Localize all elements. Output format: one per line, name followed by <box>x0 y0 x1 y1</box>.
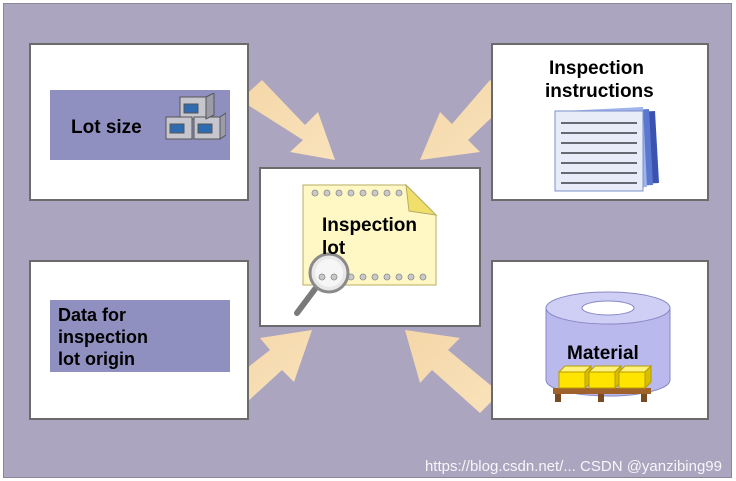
lot-origin-panel <box>50 300 230 372</box>
boxes-icon <box>165 93 226 140</box>
inspection-lot-box: Inspection lot <box>259 167 481 327</box>
inspection-lot-label-line2: lot <box>322 238 346 259</box>
inspection-note-icon <box>294 183 438 316</box>
arrow-from-instructions <box>420 80 510 160</box>
lot-origin-box: Data for inspection lot origin <box>29 260 249 420</box>
instructions-label-line2: instructions <box>545 81 654 102</box>
lot-origin-label-line2: inspection <box>58 327 149 347</box>
watermark-text: https://blog.csdn.net/... CSDN @yanzibin… <box>424 458 722 475</box>
instructions-box: Inspection instructions <box>491 43 709 201</box>
lot-origin-label-line1: Data for <box>58 305 127 325</box>
document-stack-icon <box>554 107 659 192</box>
material-label: Material <box>567 343 639 364</box>
lot-size-box: Lot size <box>29 43 249 201</box>
material-box: Material <box>491 260 709 420</box>
material-cylinder-icon <box>545 291 671 402</box>
lot-size-label: Lot size <box>71 117 142 138</box>
arrow-from-material <box>405 330 500 413</box>
inspection-lot-label-line1: Inspection <box>322 215 418 236</box>
arrow-from-lot-size <box>240 80 335 160</box>
instructions-label-line1: Inspection <box>549 58 645 79</box>
lot-origin-label-line3: lot origin <box>58 349 135 369</box>
